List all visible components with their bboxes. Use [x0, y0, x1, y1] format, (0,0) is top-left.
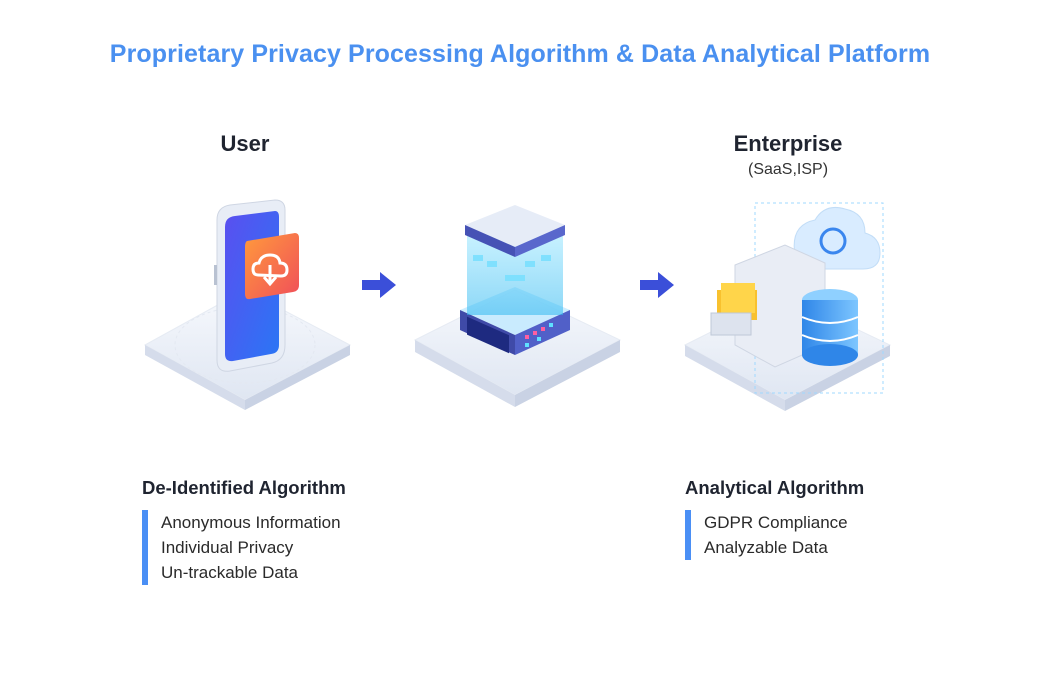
- list-item: Un-trackable Data: [161, 563, 299, 582]
- left-section-heading: De-Identified Algorithm: [142, 477, 346, 498]
- smartphone-cloud-icon: [143, 199, 352, 410]
- stage-label-user: User: [220, 131, 270, 156]
- page-title: Proprietary Privacy Processing Algorithm…: [109, 40, 931, 68]
- enterprise-storage-icon: [683, 202, 892, 411]
- server-processing-icon: [413, 205, 622, 407]
- stage-label-enterprise: Enterprise: [733, 131, 843, 156]
- list-item: Anonymous Information: [161, 513, 341, 532]
- arrow-right-icon: [362, 272, 396, 298]
- list-item: GDPR Compliance: [704, 513, 848, 532]
- right-feature-list: GDPR Compliance Analyzable Data: [685, 510, 848, 560]
- right-section-heading: Analytical Algorithm: [685, 477, 865, 498]
- stage-sublabel-enterprise: (SaaS,ISP): [747, 161, 829, 178]
- arrow-right-icon: [640, 272, 674, 298]
- list-item: Individual Privacy: [161, 538, 294, 557]
- left-feature-list: Anonymous Information Individual Privacy…: [142, 510, 341, 585]
- list-item: Analyzable Data: [704, 538, 828, 557]
